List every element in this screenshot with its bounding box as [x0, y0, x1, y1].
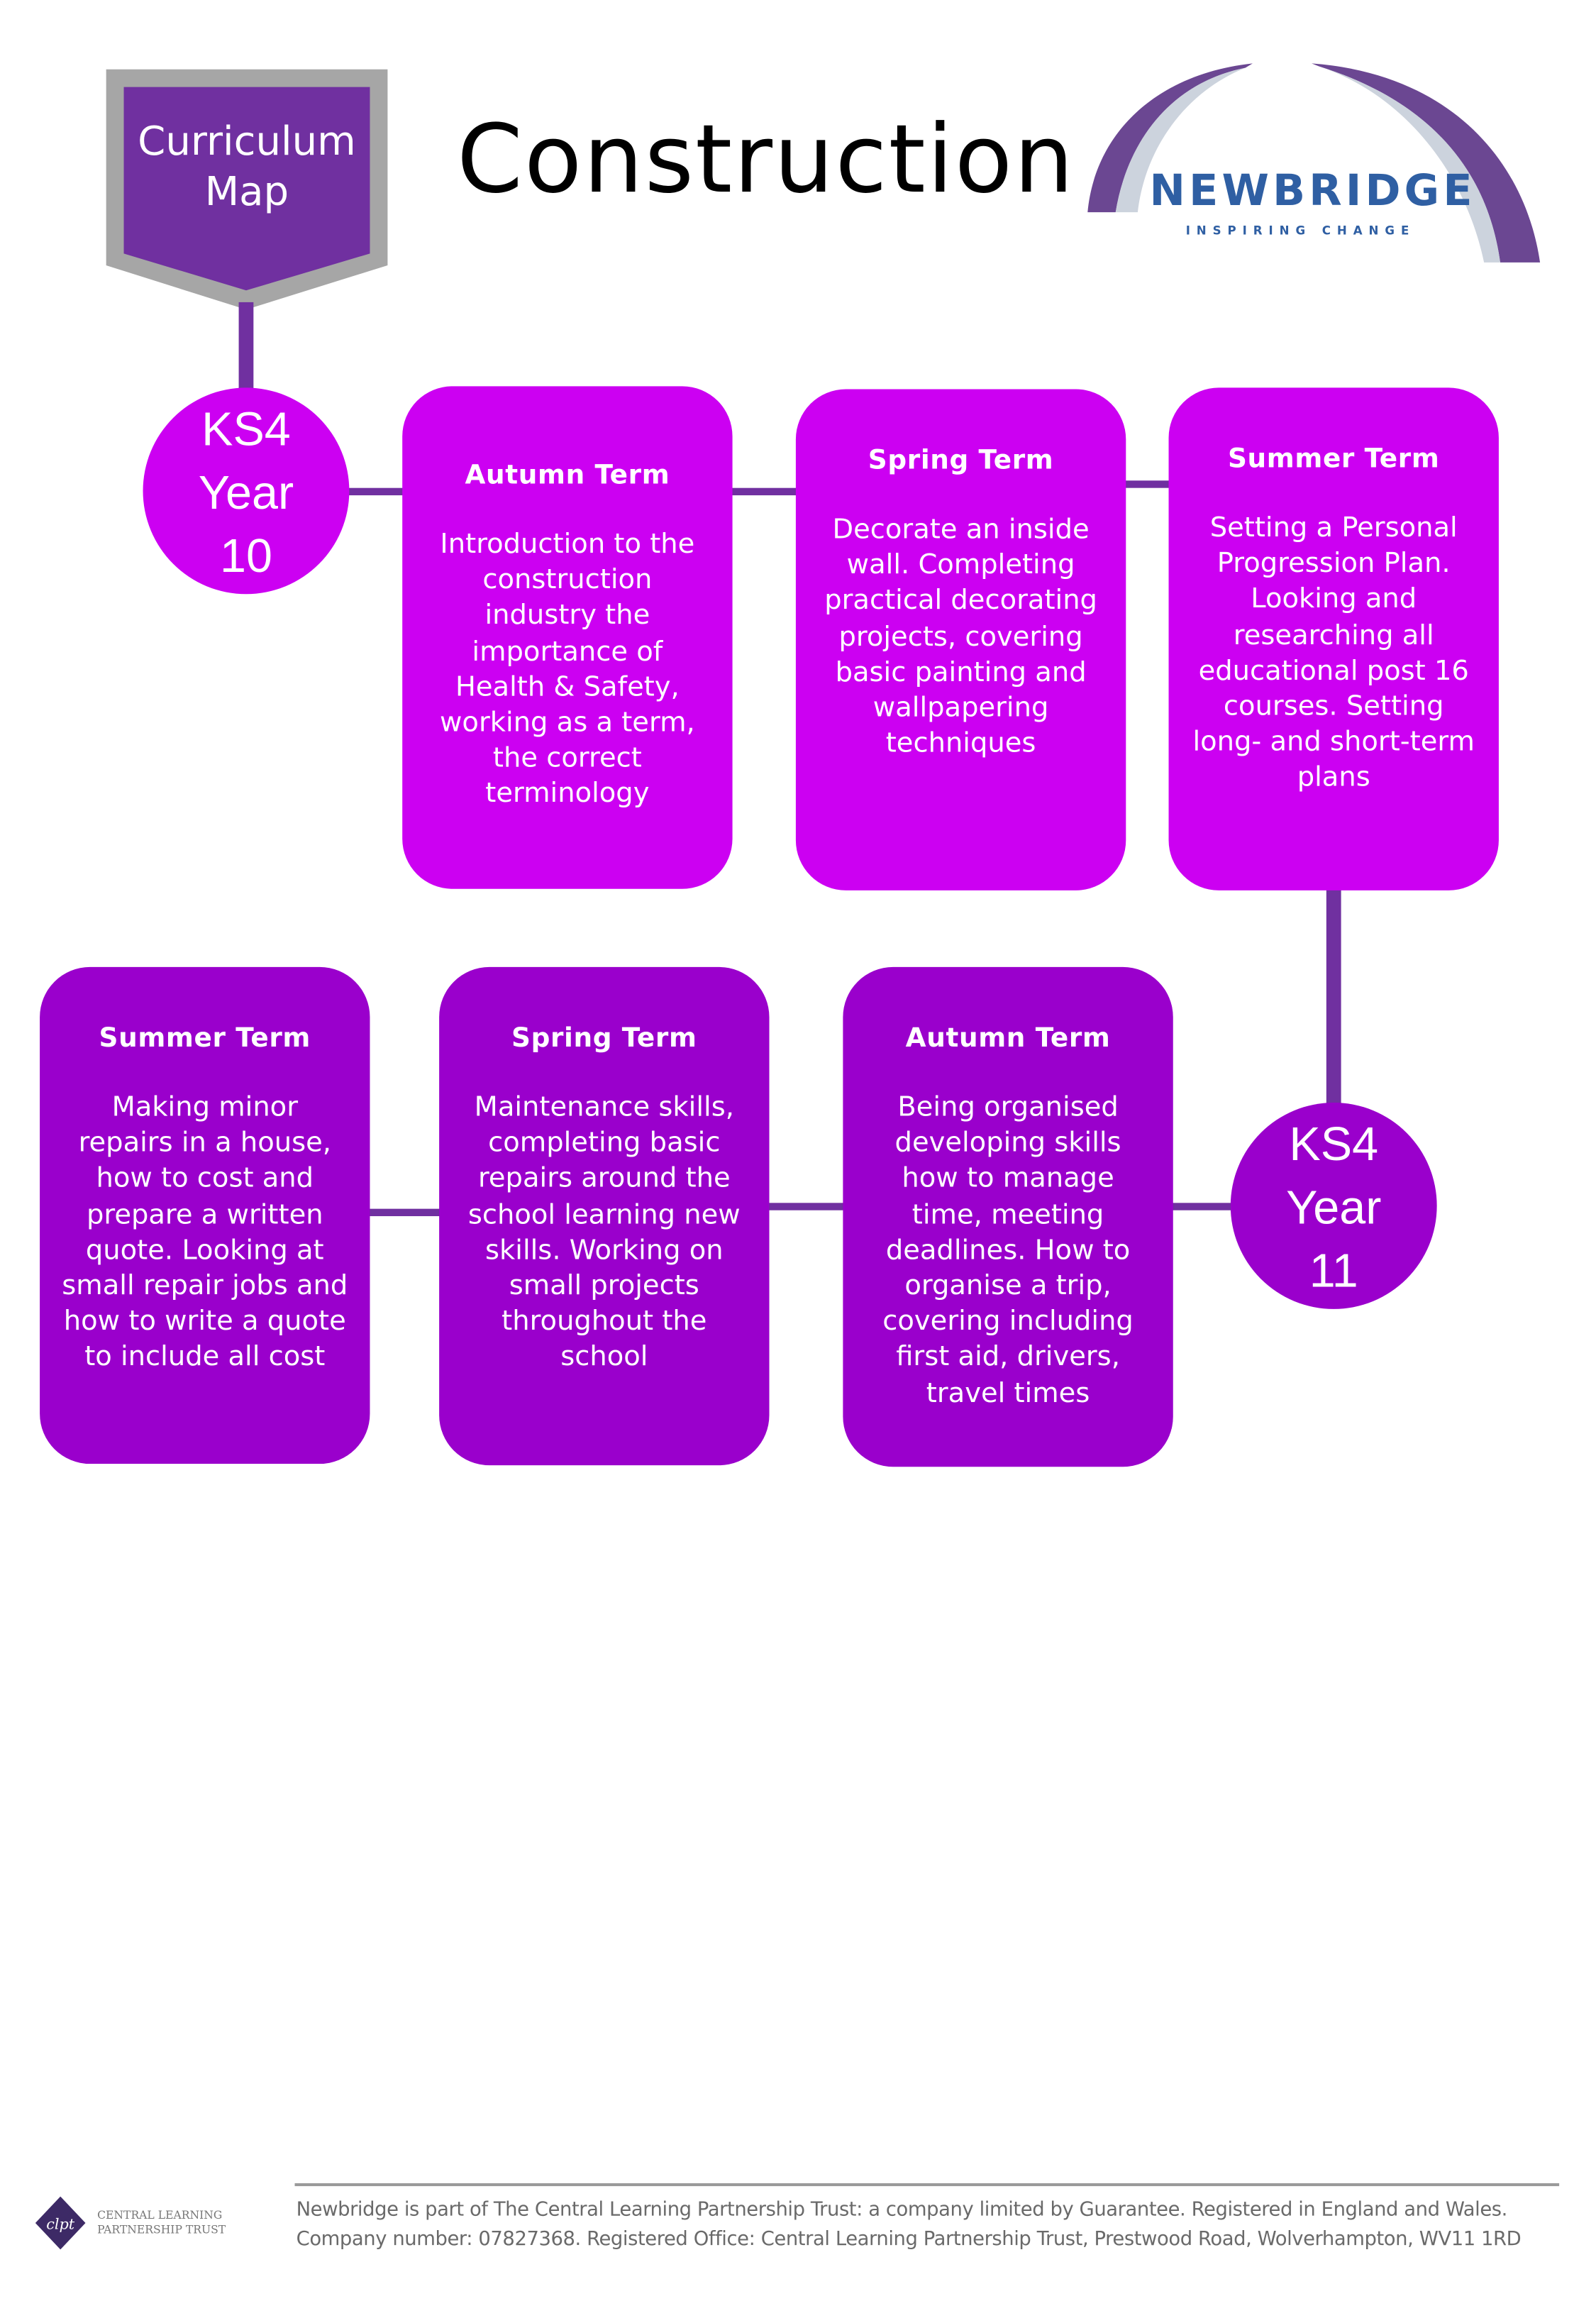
term-description: Making minor repairs in a house, how to … [62, 1092, 348, 1374]
year10-circle: KS4 Year 10 [143, 387, 350, 595]
connector [348, 487, 407, 496]
year11-summer-term-card: Summer Term Making minor repairs in a ho… [40, 966, 370, 1464]
connector [1171, 1203, 1234, 1210]
badge-line-2: Map [204, 169, 289, 216]
logo-name: NEWBRIDGE [1149, 165, 1476, 216]
term-description: Decorate an inside wall. Completing prac… [824, 514, 1097, 760]
connector [731, 487, 799, 496]
term-title: Autumn Term [465, 460, 670, 491]
year11-circle: KS4 Year 11 [1230, 1103, 1437, 1309]
footer-legal-line-2: Company number: 07827368. Registered Off… [296, 2229, 1522, 2251]
year10-spring-term-card: Spring Term Decorate an inside wall. Com… [795, 389, 1126, 890]
logo-arch-icon [1087, 63, 1541, 263]
trust-logo: clpt CENTRAL LEARNING PARTNERSHIP TRUST [35, 2196, 264, 2250]
year-number: 10 [219, 529, 272, 583]
connector-year10-year11 [1326, 888, 1341, 1110]
trust-name-line-2: PARTNERSHIP TRUST [97, 2223, 226, 2236]
key-stage-label: KS4 [1289, 1117, 1379, 1171]
term-title: Autumn Term [905, 1022, 1111, 1054]
connector-badge-year10 [238, 302, 254, 391]
year-label: Year [198, 465, 294, 519]
year11-autumn-term-card: Autumn Term Being organised developing s… [843, 966, 1173, 1467]
page-title: Construction [457, 106, 1075, 216]
logo-tagline: INSPIRING CHANGE [1185, 224, 1416, 238]
key-stage-label: KS4 [201, 402, 291, 456]
newbridge-logo: NEWBRIDGE INSPIRING CHANGE [1083, 59, 1547, 265]
year-number: 11 [1309, 1244, 1358, 1298]
term-description: Being organised developing skills how to… [882, 1092, 1134, 1409]
badge-label: Curriculum Map [124, 118, 370, 218]
term-title: Summer Term [99, 1022, 311, 1054]
footer-divider [294, 2183, 1560, 2187]
term-title: Summer Term [1227, 443, 1440, 475]
term-description: Setting a Personal Progression Plan. Loo… [1192, 513, 1475, 794]
trust-diamond-icon: clpt [35, 2196, 86, 2250]
term-description: Maintenance skills, completing basic rep… [467, 1092, 741, 1374]
term-description: Introduction to the construction industr… [440, 529, 695, 810]
year-label: Year [1286, 1181, 1382, 1234]
connector [1124, 480, 1172, 488]
term-title: Spring Term [511, 1022, 697, 1054]
year10-autumn-term-card: Autumn Term Introduction to the construc… [402, 386, 733, 889]
year10-summer-term-card: Summer Term Setting a Personal Progressi… [1168, 387, 1499, 890]
trust-monogram: clpt [46, 2215, 75, 2232]
curriculum-map-badge [106, 69, 388, 310]
badge-line-1: Curriculum [138, 119, 356, 165]
connector [767, 1203, 846, 1210]
year11-spring-term-card: Spring Term Maintenance skills, completi… [439, 966, 770, 1466]
footer-legal-line-1: Newbridge is part of The Central Learnin… [296, 2199, 1508, 2222]
connector [368, 1208, 443, 1217]
trust-name-line-1: CENTRAL LEARNING [97, 2208, 223, 2222]
term-title: Spring Term [868, 445, 1054, 477]
